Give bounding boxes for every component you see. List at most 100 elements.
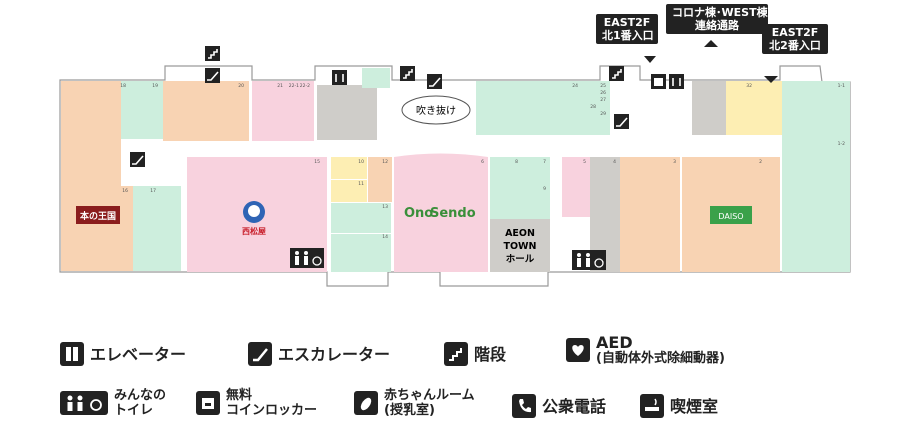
unit-number: 20	[238, 83, 244, 89]
daiso-logo: DAISO	[718, 212, 743, 221]
unit-number: 5	[583, 159, 586, 165]
legend-baby: 赤ちゃんルーム (授乳室)	[354, 388, 475, 418]
unit-number: 12	[382, 159, 388, 165]
callout-corona-west: コロナ棟･WEST棟 連絡通路	[666, 4, 768, 34]
restroom-icon[interactable]	[572, 250, 606, 270]
store-28[interactable]	[584, 101, 610, 135]
store-25[interactable]	[584, 81, 610, 101]
elevator-icon[interactable]	[669, 74, 684, 89]
legend-aed-label: AED	[596, 333, 633, 352]
hall-line-1: AEON	[505, 228, 535, 239]
baby-bottle-icon	[354, 391, 378, 415]
store-32[interactable]	[726, 81, 782, 135]
store-22-gray[interactable]	[317, 85, 377, 140]
atrium-label: 吹き抜け	[416, 104, 456, 117]
escalator-icon[interactable]	[205, 68, 220, 83]
onosendo-logo-a: Ono	[404, 206, 433, 221]
unit-number: 4	[613, 159, 616, 165]
unit-number: 13	[382, 204, 388, 210]
restroom-icon[interactable]	[290, 248, 324, 268]
unit-number: 29	[600, 111, 606, 117]
store-6[interactable]	[394, 153, 488, 273]
locker-icon[interactable]	[651, 74, 666, 89]
legend-stairs-label: 階段	[474, 344, 507, 364]
store-2[interactable]	[782, 140, 850, 272]
unit-number: 1-1	[838, 83, 845, 89]
elevator-icon[interactable]	[332, 70, 347, 85]
unit-number: 1-2	[838, 141, 845, 147]
store-14[interactable]	[331, 234, 391, 272]
locker-icon	[196, 391, 220, 415]
unit-number: 8	[515, 159, 518, 165]
store-16[interactable]	[61, 186, 133, 271]
entrance-arrow-corona	[704, 40, 718, 47]
store-1-1[interactable]	[782, 81, 850, 140]
legend-restroom-label: みんなの トイレ	[114, 388, 167, 418]
store-24[interactable]	[476, 81, 584, 135]
daiso-logo-box	[710, 206, 752, 224]
store-4[interactable]	[620, 157, 680, 272]
stairs-icon	[444, 342, 468, 366]
unit-number: 6	[481, 159, 484, 165]
legend-elevator-label: エレベーター	[90, 344, 187, 364]
legend-smoking: 喫煙室	[640, 394, 718, 418]
phone-icon	[512, 394, 536, 418]
unit-number: 16	[122, 188, 128, 194]
legend-locker: 無料 コインロッカー	[196, 388, 317, 418]
store-21[interactable]	[252, 81, 286, 141]
store-23[interactable]	[362, 68, 390, 88]
store-20[interactable]	[163, 81, 249, 141]
escalator-icon[interactable]	[614, 114, 629, 129]
store-17[interactable]	[133, 186, 181, 271]
legend-smoking-label: 喫煙室	[670, 396, 719, 416]
legend-phone-label: 公衆電話	[542, 396, 607, 416]
unit-number: 27	[600, 97, 606, 103]
store-13[interactable]	[331, 203, 391, 233]
legend-aed-sub: (自動体外式除細動器)	[596, 351, 725, 366]
elevator-icon	[60, 342, 84, 366]
unit-number: 18	[120, 83, 126, 89]
legend-elevator: エレベーター	[60, 342, 186, 366]
nishimatsuya-logo: 西松屋	[242, 226, 266, 236]
legend: エレベーター エスカレーター 階段 AED (自動体外式除細動器) みんなの ト…	[0, 330, 900, 423]
unit-number: 26	[600, 90, 606, 96]
store-11[interactable]	[331, 157, 367, 179]
legend-phone: 公衆電話	[512, 394, 606, 418]
store-5[interactable]	[562, 157, 590, 217]
unit-number: 10	[358, 159, 364, 165]
unit-number: 2	[759, 159, 762, 165]
unit-number: 9	[543, 186, 546, 192]
legend-locker-label: 無料 コインロッカー	[226, 388, 318, 418]
store-10[interactable]	[331, 180, 367, 202]
atrium-ellipse	[401, 95, 471, 125]
stairs-icon[interactable]	[205, 46, 220, 61]
onosendo-logo-b: Sendo	[430, 206, 476, 221]
unit-number: 3	[673, 159, 676, 165]
unit-number: 24	[572, 83, 578, 89]
unit-number: 22-1	[289, 83, 299, 89]
stairs-icon[interactable]	[400, 66, 415, 81]
unit-number: 28	[590, 104, 596, 110]
aed-icon	[566, 338, 590, 362]
stairs-icon[interactable]	[609, 66, 624, 81]
store-gray-top[interactable]	[692, 81, 726, 135]
unit-number: 11	[358, 181, 364, 187]
store-22[interactable]	[286, 81, 314, 141]
aeon-town-hall[interactable]	[490, 219, 550, 272]
unit-number: 17	[150, 188, 156, 194]
legend-escalator-label: エスカレーター	[278, 344, 391, 364]
callout-east2f-north1: EAST2F 北1番入口	[596, 14, 658, 44]
escalator-icon[interactable]	[130, 152, 145, 167]
unit-number: 32	[746, 83, 752, 89]
escalator-icon[interactable]	[427, 74, 442, 89]
escalator-icon	[248, 342, 272, 366]
store-19[interactable]	[121, 81, 163, 139]
store-8[interactable]	[490, 157, 522, 219]
floor-map: 吹き抜け 本の王国 西松屋 Ono Sendo DAISO AEON TOWN …	[59, 40, 851, 287]
store-7[interactable]	[522, 157, 550, 219]
store-12[interactable]	[368, 157, 392, 202]
callout-east2f-north2: EAST2F 北2番入口	[762, 24, 828, 54]
hall-line-2: TOWN	[504, 241, 537, 252]
legend-escalator: エスカレーター	[248, 342, 390, 366]
